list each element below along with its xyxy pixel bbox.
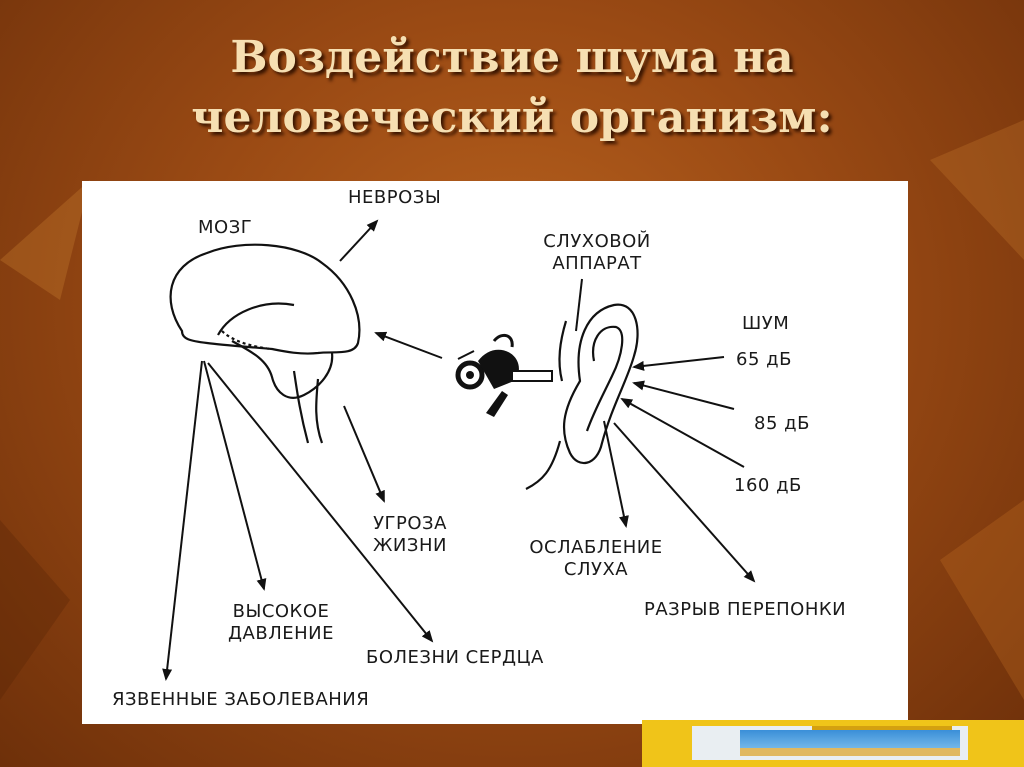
diagram-panel: МОЗГ НЕВРОЗЫ СЛУХОВОЙ АППАРАТ ШУМ 65 дБ … <box>82 181 908 724</box>
label-hearing-apparatus-line-2: АППАРАТ <box>522 253 672 275</box>
label-high-pressure: ВЫСОКОЕ ДАВЛЕНИЕ <box>216 601 346 645</box>
label-neuroses: НЕВРОЗЫ <box>348 187 441 209</box>
label-hearing-loss-line-1: ОСЛАБЛЕНИЕ <box>516 537 676 559</box>
inner-ear-icon <box>458 335 552 417</box>
label-high-pressure-line-1: ВЫСОКОЕ <box>216 601 346 623</box>
label-65db: 65 дБ <box>736 349 792 371</box>
diagram-drawing <box>82 181 908 724</box>
label-hearing-loss-line-2: СЛУХА <box>516 559 676 581</box>
label-high-pressure-line-2: ДАВЛЕНИЕ <box>216 623 346 645</box>
watermark-thumbnail <box>642 720 1024 767</box>
label-hearing-loss: ОСЛАБЛЕНИЕ СЛУХА <box>516 537 676 581</box>
label-life-threat: УГРОЗА ЖИЗНИ <box>360 513 460 557</box>
label-160db: 160 дБ <box>734 475 802 497</box>
label-hearing-apparatus: СЛУХОВОЙ АППАРАТ <box>522 231 672 275</box>
label-life-threat-line-1: УГРОЗА <box>360 513 460 535</box>
label-life-threat-line-2: ЖИЗНИ <box>360 535 460 557</box>
label-heart-disease: БОЛЕЗНИ СЕРДЦА <box>366 647 544 669</box>
label-eardrum-rupture: РАЗРЫВ ПЕРЕПОНКИ <box>644 599 846 621</box>
label-ulcers: ЯЗВЕННЫЕ ЗАБОЛЕВАНИЯ <box>112 689 369 711</box>
thumbnail-image <box>692 726 968 760</box>
label-noise: ШУМ <box>742 313 789 335</box>
ear-icon <box>526 305 638 489</box>
brain-icon <box>171 245 360 443</box>
label-85db: 85 дБ <box>754 413 810 435</box>
slide-title-line-1: Воздействие шума на <box>0 28 1024 88</box>
slide-title-line-2: человеческий организм: <box>0 88 1024 148</box>
label-brain: МОЗГ <box>198 217 252 239</box>
label-hearing-apparatus-line-1: СЛУХОВОЙ <box>522 231 672 253</box>
slide-title: Воздействие шума на человеческий организ… <box>0 28 1024 148</box>
